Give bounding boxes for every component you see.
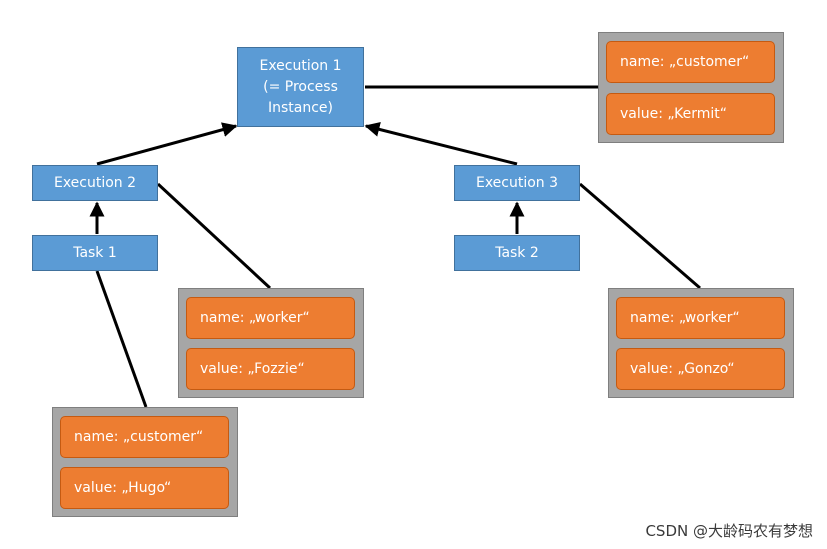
execution-1-node: Execution 1 (= Process Instance): [237, 47, 364, 127]
variable-name-text: name: „worker“: [200, 310, 310, 326]
execution-2-variables: name: „worker“ value: „Fozzie“: [178, 288, 364, 398]
variable-value-text: value: „Fozzie“: [200, 361, 305, 377]
variable-value-text: value: „Hugo“: [74, 480, 172, 496]
execution-2-label: Execution 2: [53, 174, 137, 191]
task-2-node: Task 2: [454, 235, 580, 271]
execution-1-line1: Execution 1: [259, 57, 342, 74]
variable-name-text: name: „customer“: [620, 54, 750, 70]
execution-2-node: Execution 2: [32, 165, 158, 201]
watermark: CSDN @大龄码农有梦想: [645, 522, 813, 540]
task-2-label: Task 2: [495, 244, 539, 261]
task-1-variable-value: value: „Hugo“: [60, 467, 229, 509]
execution-1-line3: Instance): [267, 99, 333, 116]
execution-1-variables: name: „customer“ value: „Kermit“: [598, 32, 784, 143]
execution-3-label: Execution 3: [475, 174, 559, 191]
execution-3-variable-name: name: „worker“: [616, 297, 785, 339]
execution-1-variable-name: name: „customer“: [606, 41, 775, 83]
variable-name-text: name: „customer“: [74, 429, 204, 445]
link-task1-variables: [95, 270, 148, 408]
execution-3-variables: name: „worker“ value: „Gonzo“: [608, 288, 794, 398]
variable-value-text: value: „Gonzo“: [630, 361, 735, 377]
variable-name-text: name: „worker“: [630, 310, 740, 326]
execution-2-variable-value: value: „Fozzie“: [186, 348, 355, 390]
execution-1-line2: (= Process: [263, 78, 338, 95]
task-1-variable-name: name: „customer“: [60, 416, 229, 458]
edge-execution2-to-execution1: [96, 122, 238, 166]
execution-2-variable-name: name: „worker“: [186, 297, 355, 339]
execution-3-node: Execution 3: [454, 165, 580, 201]
link-execution3-variables: [579, 182, 701, 290]
variable-value-text: value: „Kermit“: [620, 106, 728, 122]
edge-execution3-to-execution1: [364, 122, 518, 166]
execution-1-variable-value: value: „Kermit“: [606, 93, 775, 135]
task-1-variables: name: „customer“ value: „Hugo“: [52, 407, 238, 517]
link-execution2-variables: [156, 182, 272, 290]
task-1-node: Task 1: [32, 235, 158, 271]
task-1-label: Task 1: [73, 244, 117, 261]
execution-3-variable-value: value: „Gonzo“: [616, 348, 785, 390]
